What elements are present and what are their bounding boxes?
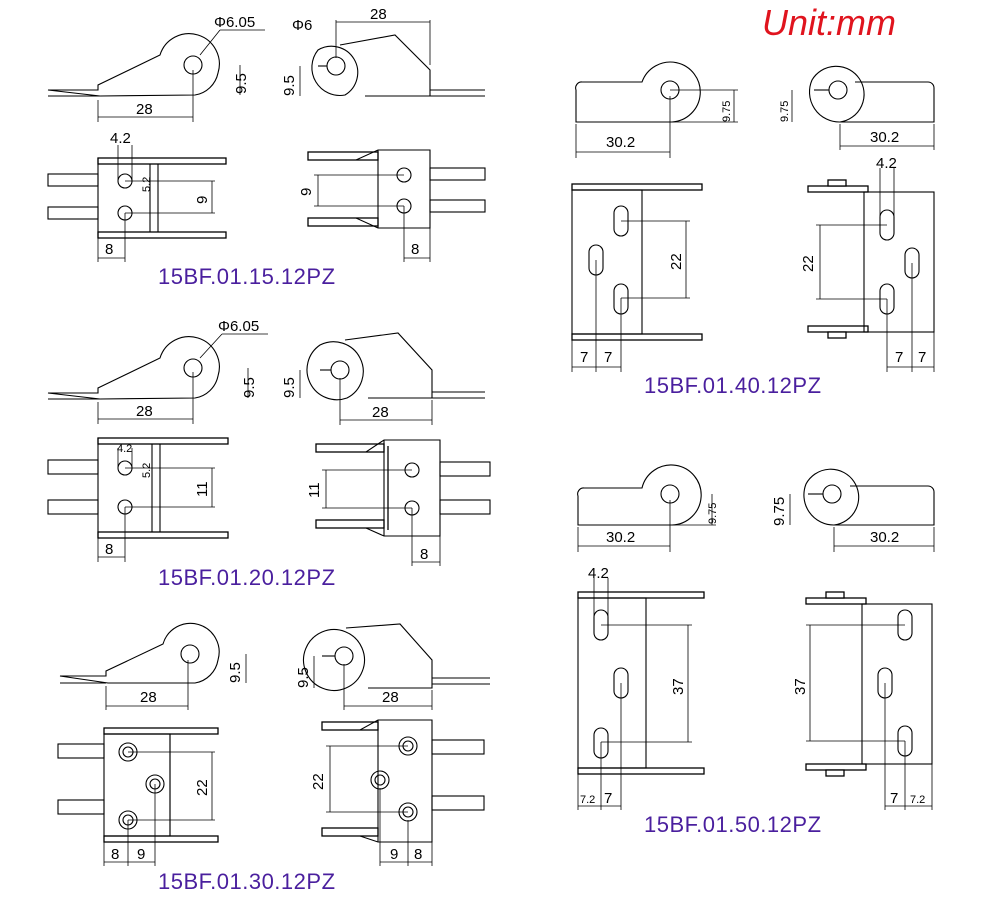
drawing-40-top-right xyxy=(807,168,935,372)
drawing-20-side-left xyxy=(47,333,268,424)
dim-40-edge-b: 7 xyxy=(604,349,612,366)
dim-15-edge-b: 8 xyxy=(411,241,419,258)
dim-15-small: 5.2 xyxy=(141,177,153,192)
drawing-15-side-left xyxy=(47,29,265,122)
dim-20-pitch: 11 xyxy=(194,481,211,497)
dim-40-edge-a: 7 xyxy=(580,349,588,366)
dim-40-edge-d: 7 xyxy=(918,349,926,366)
dim-20-edge: 8 xyxy=(105,541,113,558)
drawing-15-side-right xyxy=(299,20,485,97)
dim-20-hole-dia: 4.2 xyxy=(117,443,132,455)
dim-30-edge-b-right: 9 xyxy=(390,846,398,863)
dim-15-edge: 8 xyxy=(105,241,113,258)
dim-50-hole-dia: 4.2 xyxy=(588,565,609,582)
dim-50-length-b: 30.2 xyxy=(870,529,899,546)
dim-30-height: 9.5 xyxy=(227,662,244,683)
dim-15-length-b: 28 xyxy=(370,6,387,23)
drawing-15-top-right xyxy=(307,149,486,262)
dim-50-edge-b: 7 xyxy=(604,790,612,807)
drawing-50-side-right xyxy=(789,468,935,552)
dim-40-hole-dia: 4.2 xyxy=(876,155,897,172)
dim-15-phi-hole: Φ6.05 xyxy=(214,14,255,31)
drawing-20-side-right xyxy=(299,332,485,425)
dim-15-length: 28 xyxy=(136,101,153,118)
dim-15-pitch-b: 9 xyxy=(298,188,315,196)
dim-15-phi-slot: Φ6 xyxy=(292,17,312,34)
dim-20-small: 5.2 xyxy=(141,463,153,478)
dim-40-edge-c: 7 xyxy=(895,349,903,366)
model-label-20: 15BF.01.20.12PZ xyxy=(158,565,336,590)
dim-40-height: 9.75 xyxy=(721,101,733,122)
dim-50-edge-c: 7 xyxy=(890,790,898,807)
drawing-20-top-left xyxy=(47,437,229,562)
dim-20-height: 9.5 xyxy=(241,377,258,398)
drawing-40-side-right xyxy=(791,65,935,150)
dim-50-edge-a: 7.2 xyxy=(580,794,595,806)
drawing-30-top-right xyxy=(321,719,485,866)
model-label-30: 15BF.01.30.12PZ xyxy=(158,869,336,894)
dim-40-length-b: 30.2 xyxy=(870,129,899,146)
dim-30-height-b: 9.5 xyxy=(295,667,312,688)
dim-20-height-b: 9.5 xyxy=(281,377,298,398)
drawing-30-top-left xyxy=(57,727,219,866)
dim-50-edge-d: 7.2 xyxy=(910,794,925,806)
drawing-30-side-right xyxy=(303,623,490,710)
drawing-15-top-left xyxy=(47,145,227,262)
dim-40-pitch: 22 xyxy=(668,253,685,270)
dim-20-edge-b: 8 xyxy=(420,546,428,563)
model-label-50: 15BF.01.50.12PZ xyxy=(644,812,822,837)
drawing-40-top-left xyxy=(571,183,703,372)
dim-40-height-b: 9.75 xyxy=(779,101,791,122)
dim-30-edge-b: 9 xyxy=(137,846,145,863)
dim-30-pitch: 22 xyxy=(194,779,211,796)
dim-15-hole-dia: 4.2 xyxy=(110,130,131,147)
drawing-30-side-left xyxy=(59,622,247,710)
dim-40-pitch-b: 22 xyxy=(800,255,817,272)
drawing-50-top-right xyxy=(805,591,933,810)
dim-30-edge-a-right: 8 xyxy=(414,846,422,863)
dim-15-pitch: 9 xyxy=(194,196,211,204)
model-label-40: 15BF.01.40.12PZ xyxy=(644,373,822,398)
dim-30-length-b: 28 xyxy=(382,689,399,706)
drawing-50-side-left xyxy=(577,464,716,552)
dim-30-edge-a: 8 xyxy=(111,846,119,863)
dim-50-height-b: 9.75 xyxy=(771,497,788,526)
drawing-20-top-right xyxy=(315,439,491,566)
dim-20-pitch-b: 11 xyxy=(306,482,323,498)
dim-20-phi-hole: Φ6.05 xyxy=(218,318,259,335)
dim-30-length: 28 xyxy=(140,689,157,706)
dim-15-height: 9.5 xyxy=(233,73,250,94)
dim-20-length: 28 xyxy=(136,403,153,420)
dim-50-height: 9.75 xyxy=(707,503,719,524)
model-label-15: 15BF.01.15.12PZ xyxy=(158,264,336,289)
dim-20-length-b: 28 xyxy=(372,404,389,421)
unit-label: Unit:mm xyxy=(762,2,896,43)
dim-15-height-b: 9.5 xyxy=(281,75,298,96)
dim-50-length: 30.2 xyxy=(606,529,635,546)
dim-50-pitch-b: 37 xyxy=(792,678,809,695)
dim-30-pitch-b: 22 xyxy=(310,773,327,790)
drawing-50-top-left xyxy=(577,578,705,810)
dim-40-length: 30.2 xyxy=(606,134,635,151)
dim-50-pitch: 37 xyxy=(670,678,687,695)
drawing-40-side-left xyxy=(575,61,738,158)
